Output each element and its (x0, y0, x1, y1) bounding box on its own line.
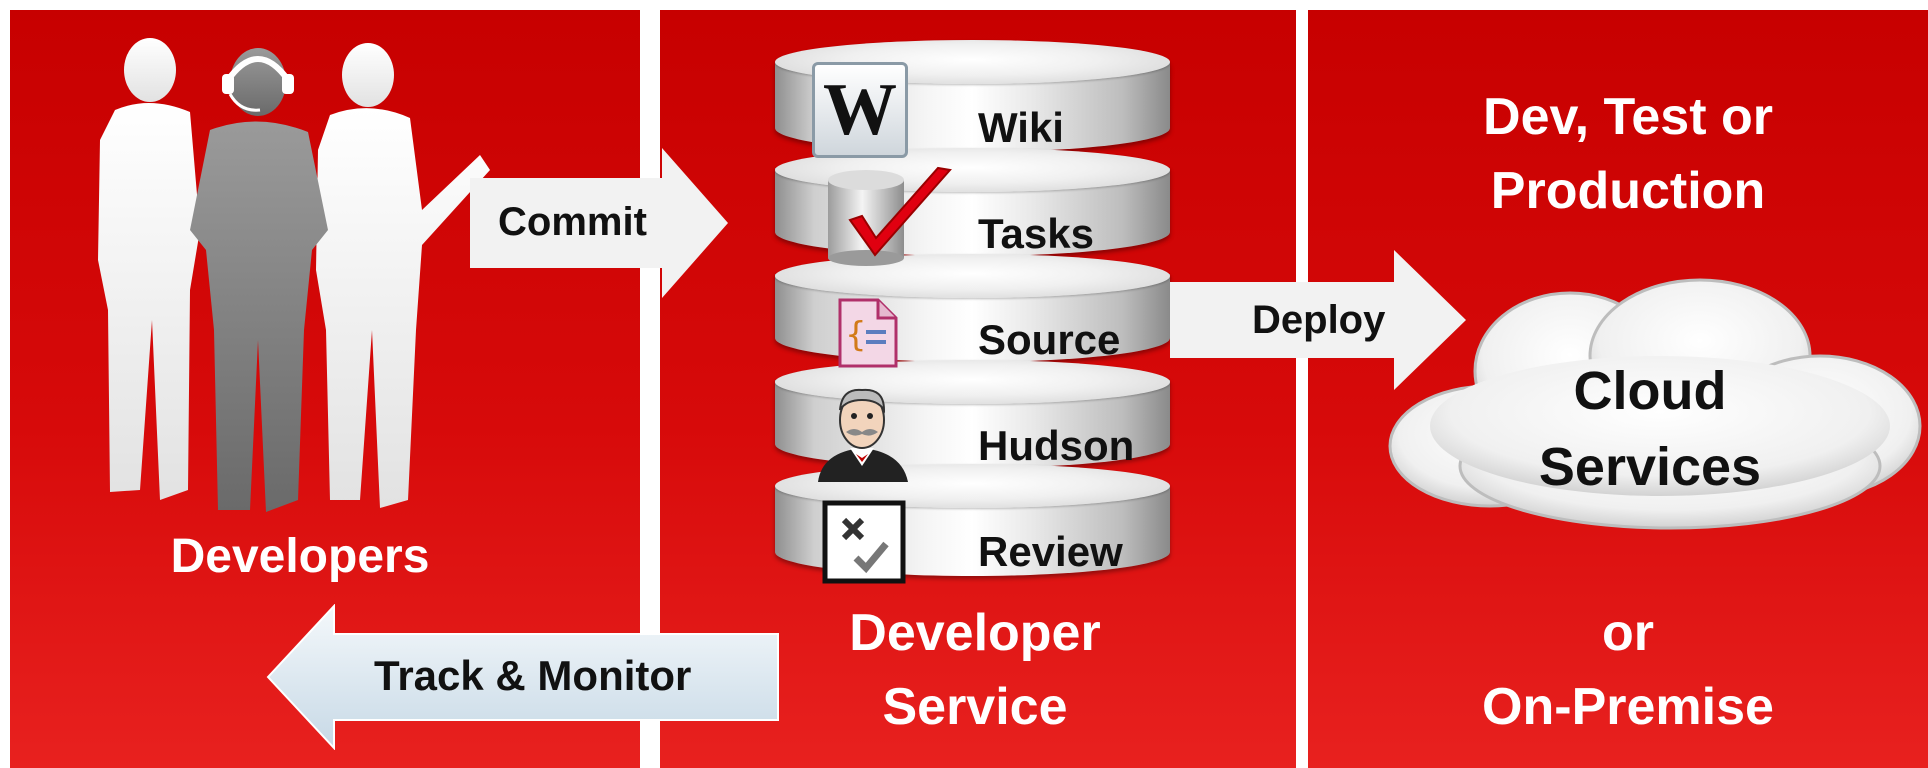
track-monitor-arrow-icon (266, 604, 779, 750)
review-checkbox-icon (822, 500, 906, 584)
svg-text:{: { (845, 315, 867, 355)
cloud-icon (1388, 278, 1922, 530)
wikipedia-w-icon: W (812, 62, 908, 158)
service-item-tasks: Tasks (978, 210, 1094, 257)
service-item-source: Source (978, 316, 1121, 363)
developers-group-icon (98, 38, 490, 512)
target-line1: Dev, Test or (1483, 88, 1773, 146)
developers-label: Developers (170, 530, 430, 583)
target-line2: Production (1490, 162, 1766, 220)
commit-arrow-icon (470, 148, 728, 298)
deploy-arrow-icon (1170, 250, 1466, 390)
or-label: or (1602, 604, 1654, 662)
developer-service-label-line2: Service (882, 678, 1068, 736)
task-checkmark-icon (828, 166, 952, 266)
service-item-review: Review (978, 528, 1123, 575)
source-code-file-icon: { (838, 298, 898, 368)
service-item-wiki: Wiki (978, 104, 1064, 151)
commit-label: Commit (498, 200, 647, 244)
hudson-butler-icon (818, 388, 908, 482)
cloud-label-line1: Cloud (1573, 361, 1727, 421)
track-monitor-label: Track & Monitor (374, 652, 692, 699)
service-item-hudson: Hudson (978, 422, 1135, 469)
cloud-label-line2: Services (1538, 437, 1762, 497)
developer-service-label-line1: Developer (849, 604, 1101, 662)
deploy-label: Deploy (1252, 298, 1386, 342)
on-premise-label: On-Premise (1482, 678, 1774, 736)
